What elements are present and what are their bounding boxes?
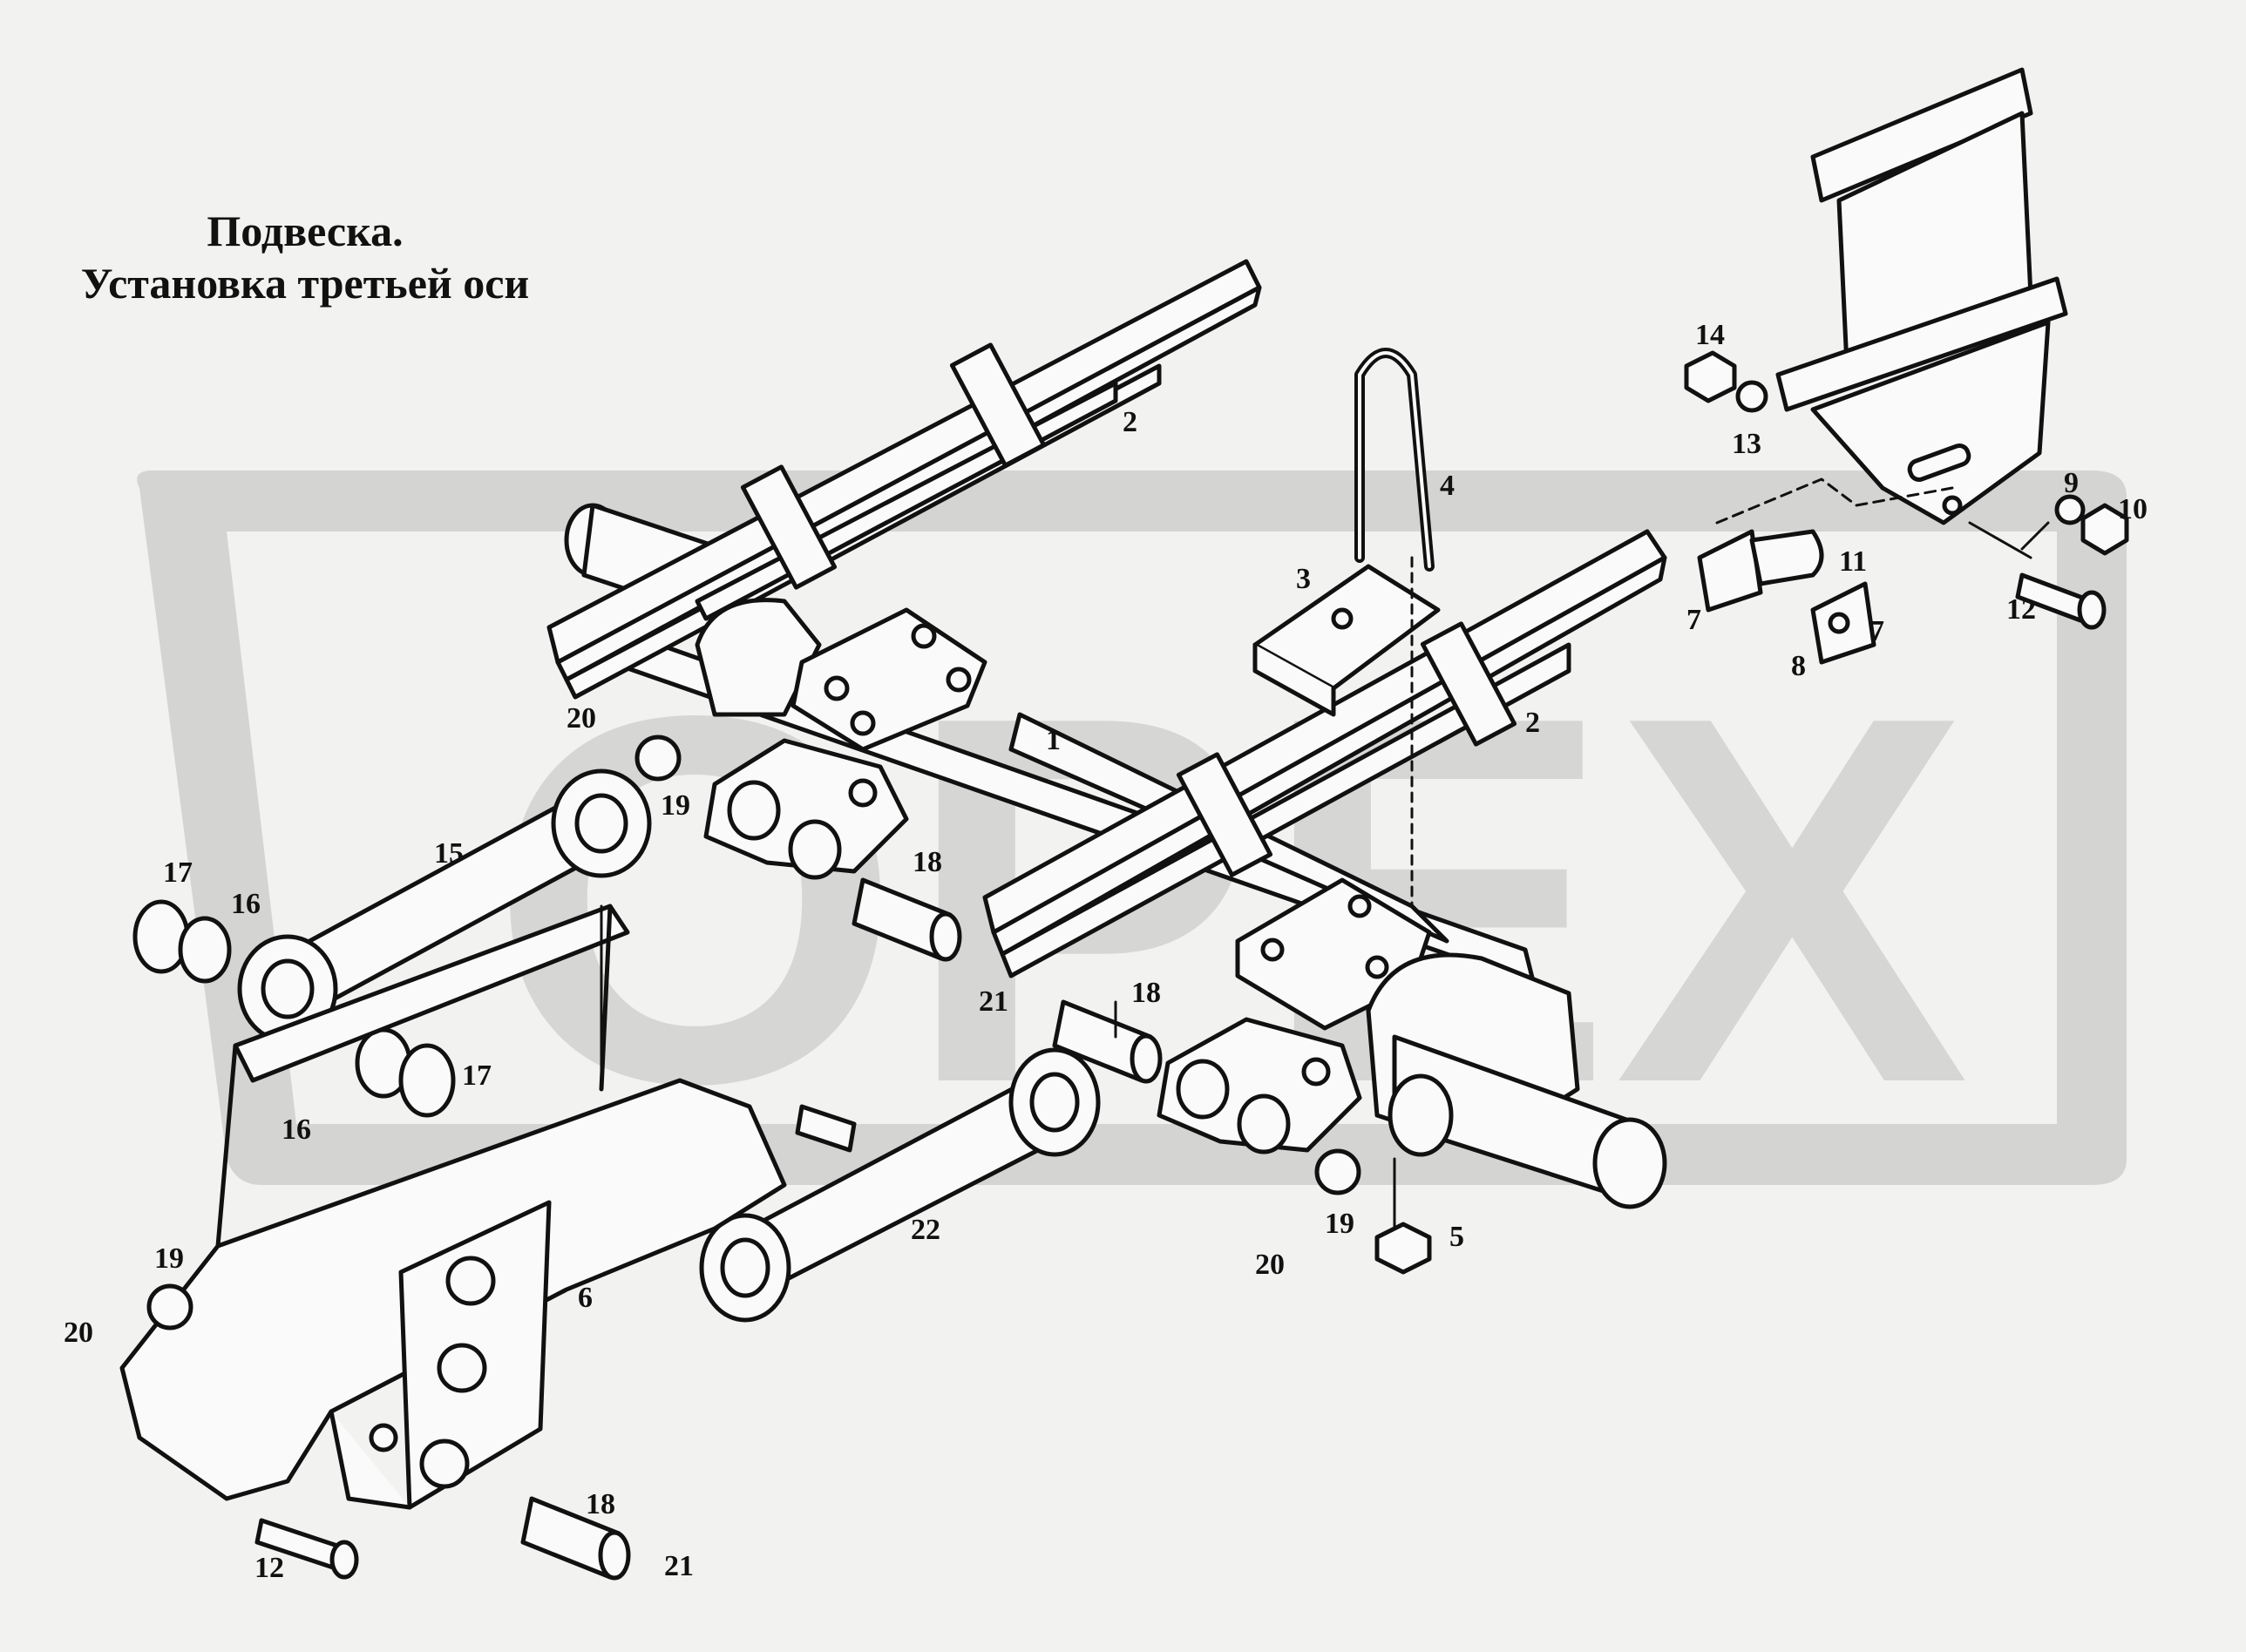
callout-6: 6 <box>578 1282 593 1314</box>
callout-18: 18 <box>1131 977 1161 1009</box>
callout-2: 2 <box>1123 406 1137 438</box>
callout-18: 18 <box>586 1488 615 1520</box>
bushing-17-left <box>132 899 190 974</box>
callout-16: 16 <box>282 1114 311 1146</box>
left-spring-seat <box>695 598 987 752</box>
washer-13 <box>1735 380 1768 413</box>
callout-5: 5 <box>1449 1221 1464 1253</box>
callout-7: 7 <box>1686 604 1701 636</box>
callout-1: 1 <box>1046 724 1061 756</box>
castle-nut-19-bottom <box>1314 1148 1361 1195</box>
callout-10: 10 <box>2118 493 2148 525</box>
upper-torque-rod <box>237 768 652 1044</box>
callout-19: 19 <box>154 1242 184 1275</box>
callout-9: 9 <box>2064 467 2079 499</box>
diagram-title-line-2: Установка третьей оси <box>80 259 530 308</box>
washer-9 <box>2054 494 2086 525</box>
castle-nut-19-top <box>634 735 682 782</box>
front-leaf-spring <box>982 529 1667 978</box>
nut-10 <box>2080 503 2129 556</box>
callout-12: 12 <box>254 1552 284 1584</box>
right-axle-bracket <box>1157 1017 1362 1154</box>
spacer-pin <box>795 1104 857 1153</box>
callout-3: 3 <box>1296 563 1311 595</box>
callout-21: 21 <box>664 1550 694 1582</box>
callout-13: 13 <box>1732 428 1761 460</box>
callout-17: 17 <box>163 856 193 889</box>
nut-5 <box>1374 1222 1432 1275</box>
callout-2: 2 <box>1525 707 1540 739</box>
bracket-11 <box>1749 529 1824 586</box>
callout-17: 17 <box>462 1060 492 1092</box>
nut-14 <box>1684 350 1737 403</box>
callout-22: 22 <box>911 1214 940 1246</box>
castle-nut-19-left <box>146 1283 193 1330</box>
callout-20: 20 <box>1255 1249 1285 1281</box>
callout-12: 12 <box>2006 593 2036 626</box>
callout-20: 20 <box>64 1317 93 1349</box>
callout-16: 16 <box>231 888 261 920</box>
callout-19: 19 <box>661 789 690 822</box>
callout-8: 8 <box>1791 650 1806 682</box>
lower-torque-rod <box>699 1047 1101 1323</box>
callout-14: 14 <box>1695 319 1725 351</box>
bushing-16-left <box>178 916 232 984</box>
callout-labels: 1 2 2 3 4 5 6 7 7 8 9 10 11 12 12 13 14 … <box>64 319 2148 1584</box>
callout-7: 7 <box>1869 615 1884 647</box>
callout-11: 11 <box>1839 545 1867 578</box>
left-axle-bracket <box>703 738 909 880</box>
callout-15: 15 <box>434 837 464 870</box>
frame-member <box>1775 67 2068 525</box>
callout-21: 21 <box>979 985 1008 1018</box>
diagram-title-line-1: Подвеска. <box>207 206 404 255</box>
callout-19: 19 <box>1325 1208 1354 1240</box>
bushing-17-right <box>398 1043 456 1118</box>
right-axle-stub <box>1366 952 1667 1209</box>
callout-20: 20 <box>567 702 596 735</box>
parts-drawing <box>119 67 2129 1581</box>
callout-18: 18 <box>913 846 942 878</box>
callout-4: 4 <box>1440 470 1455 502</box>
bracket-plate-7-left <box>1697 529 1763 613</box>
trunnion-bracket <box>119 904 787 1510</box>
